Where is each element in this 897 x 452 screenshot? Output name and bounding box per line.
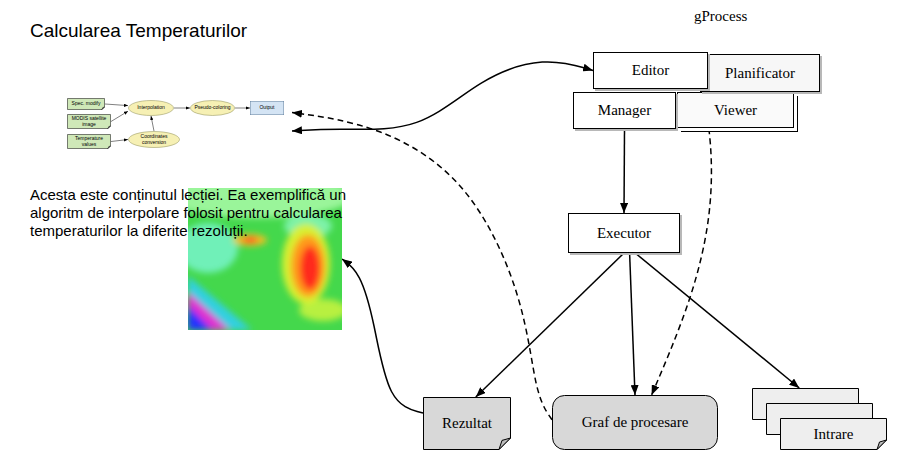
module-box: Planificator bbox=[700, 54, 820, 92]
workflow-thumbnail: Spec. modifyMODIS satellite imageTempera… bbox=[62, 95, 292, 153]
text-spacer bbox=[185, 240, 348, 382]
connector bbox=[111, 111, 128, 121]
heat-spot bbox=[300, 246, 320, 290]
module-box: Manager bbox=[573, 92, 676, 129]
connector bbox=[105, 104, 128, 106]
document-outline bbox=[68, 99, 105, 110]
connector bbox=[151, 116, 154, 131]
heat-spot bbox=[242, 237, 258, 243]
input-document: Spec. modify bbox=[67, 98, 105, 110]
connector bbox=[292, 62, 593, 131]
heat-spot bbox=[291, 235, 325, 297]
node-label: Intrare bbox=[814, 426, 854, 443]
process-ellipse: Coordinates conversion bbox=[128, 131, 180, 148]
input-document: MODIS satellite image bbox=[67, 114, 111, 129]
document-outline bbox=[781, 419, 887, 450]
input-stack: Intrare bbox=[752, 388, 887, 450]
heat-band bbox=[188, 276, 252, 330]
node-label: Pseudo-coloring bbox=[194, 105, 230, 110]
node-label: MODIS satellite image bbox=[68, 116, 110, 127]
lesson-page: Calcularea TemperaturilorAcesta este con… bbox=[10, 2, 372, 450]
node-label: Viewer bbox=[714, 102, 757, 119]
node-label: Manager bbox=[598, 102, 651, 119]
ellipse-outline bbox=[191, 101, 235, 116]
folded-corner bbox=[108, 126, 111, 129]
input-document: Temperature values bbox=[67, 134, 111, 149]
rounded-outline bbox=[553, 396, 718, 450]
node-label: Executor bbox=[597, 225, 651, 242]
thumbnail-ground bbox=[63, 96, 292, 153]
connector bbox=[635, 253, 799, 388]
node-label: Temperature values bbox=[68, 136, 110, 147]
graph-box: Graf de procesare bbox=[552, 395, 718, 450]
node-label: Planificator bbox=[725, 65, 795, 82]
ellipse-outline bbox=[129, 101, 174, 116]
module-box: Viewer bbox=[677, 92, 794, 128]
heat-spot bbox=[233, 234, 267, 246]
node-label: Rezultat bbox=[442, 415, 492, 432]
connector bbox=[235, 108, 250, 109]
process-ellipse: Pseudo-coloring bbox=[190, 100, 235, 116]
folded-corner bbox=[108, 146, 111, 149]
node-label: Output bbox=[259, 105, 274, 110]
folded-corner bbox=[356, 434, 372, 450]
folded-corner bbox=[877, 440, 887, 450]
connector bbox=[111, 140, 128, 142]
connector bbox=[476, 253, 624, 397]
module-box: Executor bbox=[568, 213, 680, 253]
heat-band bbox=[188, 306, 212, 330]
node-label: Editor bbox=[632, 62, 670, 79]
document-outline bbox=[68, 115, 111, 129]
heat-band bbox=[188, 292, 230, 330]
document-outline bbox=[68, 135, 111, 149]
box-outline bbox=[250, 101, 284, 115]
section-label: gProcess bbox=[694, 8, 747, 25]
node-label: Interpolation bbox=[137, 105, 165, 110]
node-label: Coordinates conversion bbox=[129, 134, 179, 145]
lesson-title: Calcularea Temperaturilor bbox=[30, 20, 247, 42]
module-box: Editor bbox=[593, 52, 708, 89]
node-label: Graf de procesare bbox=[582, 414, 689, 431]
heat-spot bbox=[282, 224, 330, 304]
folded-corner bbox=[499, 438, 511, 450]
connector bbox=[342, 259, 423, 413]
process-ellipse: Interpolation bbox=[128, 100, 174, 116]
ellipse-outline bbox=[129, 132, 180, 148]
connector bbox=[623, 129, 625, 213]
heat-spot bbox=[188, 223, 238, 273]
heat-spot bbox=[188, 188, 342, 218]
result-document: Rezultat bbox=[423, 397, 511, 450]
document-outline bbox=[424, 398, 511, 450]
connector bbox=[174, 108, 190, 109]
document-outline bbox=[11, 3, 372, 450]
folded-corner bbox=[102, 107, 105, 110]
connector bbox=[630, 253, 635, 395]
node-label: Spec. modify bbox=[72, 101, 101, 106]
lesson-body: Acesta este conținutul lecției. Ea exemp… bbox=[30, 186, 348, 240]
output-box: Output bbox=[250, 101, 284, 115]
